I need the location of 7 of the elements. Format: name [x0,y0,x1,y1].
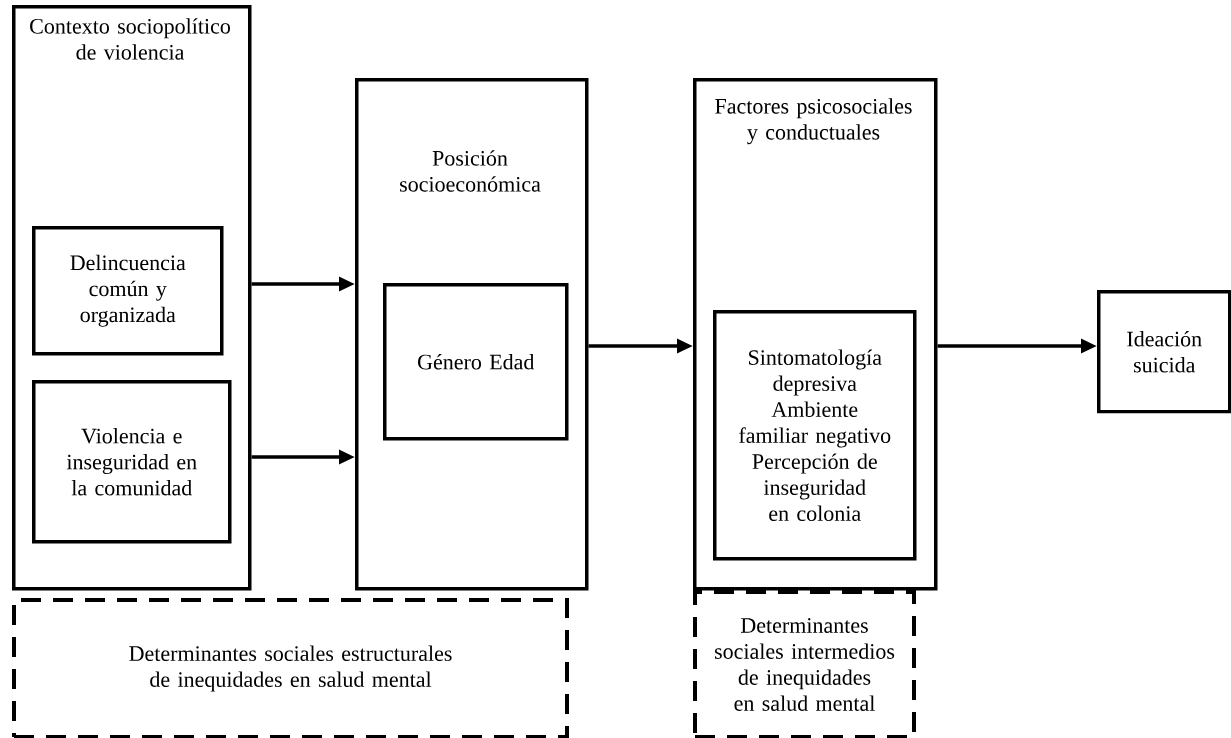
factor-box: Violencia e inseguridad en la comunidad [32,380,232,544]
factor-box: Delincuencia común y organizada [32,226,224,356]
dashed-box: Determinantes sociales intermedios de inequidades en salud mental [693,590,916,738]
factor-box: Género Edad [383,283,569,441]
dashed-box: Determinantes sociales estructurales de inequidades en salud mental [12,598,569,738]
outcome-box: Ideación suicida [1097,290,1231,414]
factor-box: Sintomatología depresiva Ambiente familiar negativo Percepción de inseguridad en colonia [713,310,917,561]
